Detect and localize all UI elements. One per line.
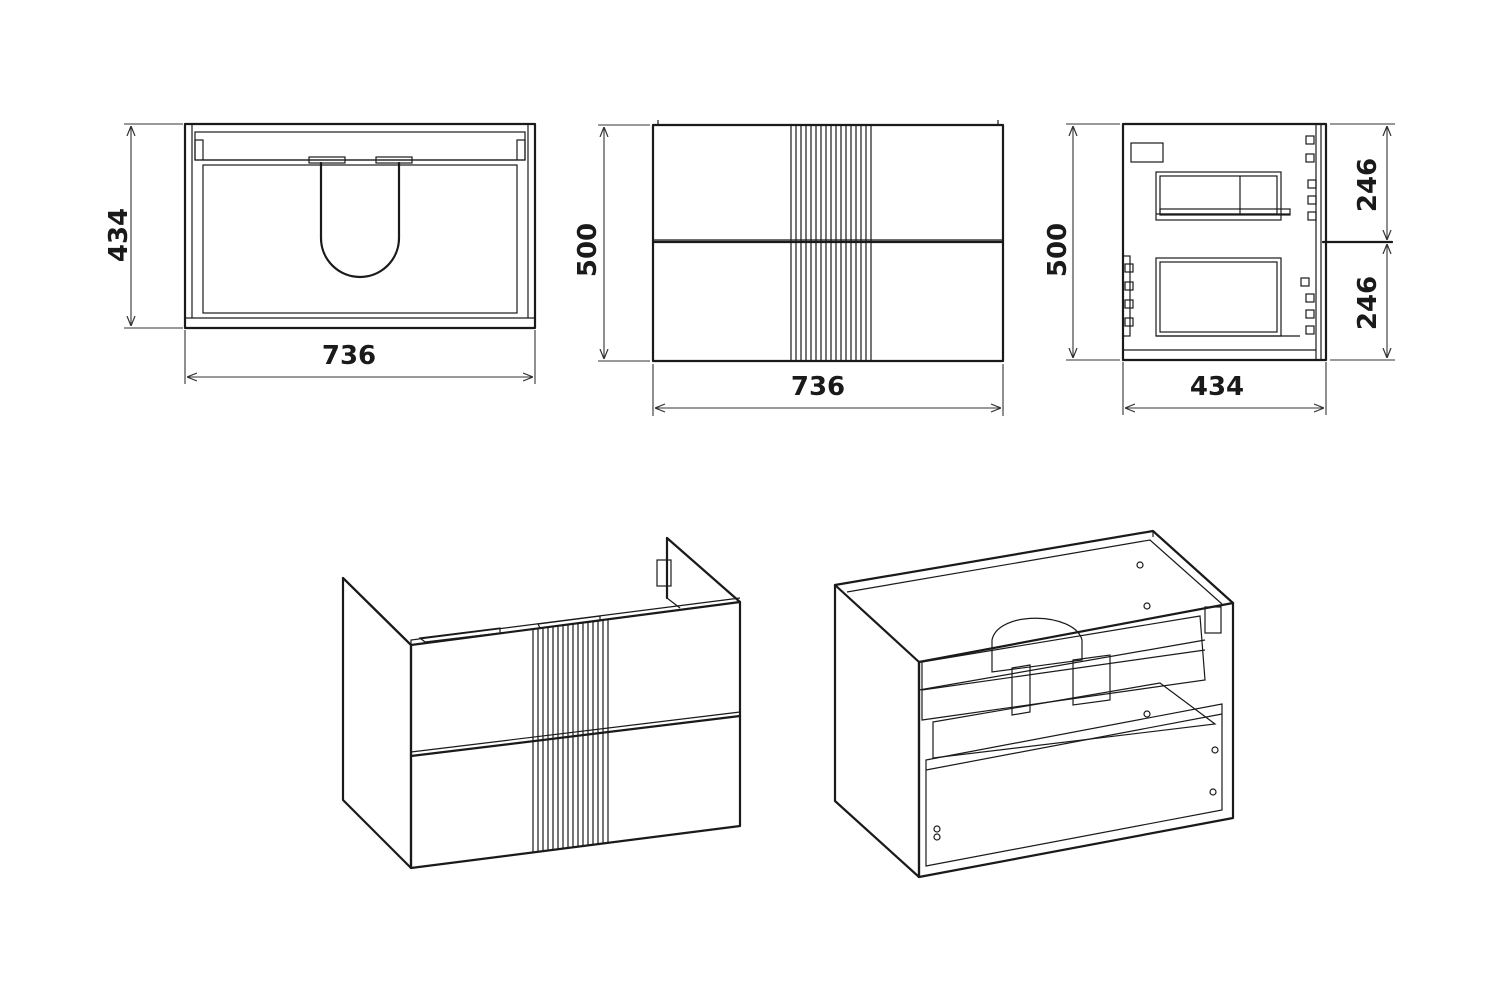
isometric-fluting bbox=[532, 619, 609, 853]
side-upper-drawer-label: 246 bbox=[1353, 158, 1383, 212]
side-lower-drawer-label: 246 bbox=[1353, 276, 1383, 330]
isometric-open-view bbox=[833, 529, 1235, 879]
hardware-symbol bbox=[1305, 153, 1315, 163]
side-depth-label: 434 bbox=[1190, 372, 1244, 402]
front-fluting bbox=[790, 125, 872, 361]
hardware-symbol bbox=[1300, 277, 1310, 287]
front-view: 736 500 bbox=[573, 120, 1005, 416]
hardware-symbol bbox=[1307, 195, 1317, 205]
siphon-cutout bbox=[319, 161, 401, 279]
top-depth-label: 434 bbox=[104, 208, 134, 262]
hardware-symbol bbox=[1124, 299, 1134, 309]
hardware-symbol bbox=[1307, 211, 1317, 221]
hardware-symbol bbox=[1124, 281, 1134, 291]
hardware-symbol bbox=[1305, 309, 1315, 319]
isometric-closed-view bbox=[341, 536, 742, 870]
hardware-symbol bbox=[1307, 179, 1317, 189]
hardware-symbol bbox=[1124, 317, 1134, 327]
hardware-symbol bbox=[1305, 293, 1315, 303]
side-view: 434 500 246 246 bbox=[1043, 122, 1395, 415]
top-view: 736 434 bbox=[104, 122, 537, 384]
front-height-label: 500 bbox=[573, 223, 603, 277]
hardware-symbol bbox=[1305, 135, 1315, 145]
hardware-symbol bbox=[1124, 263, 1134, 273]
top-width-label: 736 bbox=[322, 341, 376, 371]
hardware-symbol bbox=[1305, 325, 1315, 335]
side-hardware bbox=[1124, 135, 1317, 335]
side-height-label: 500 bbox=[1043, 223, 1073, 277]
front-width-label: 736 bbox=[791, 372, 845, 402]
